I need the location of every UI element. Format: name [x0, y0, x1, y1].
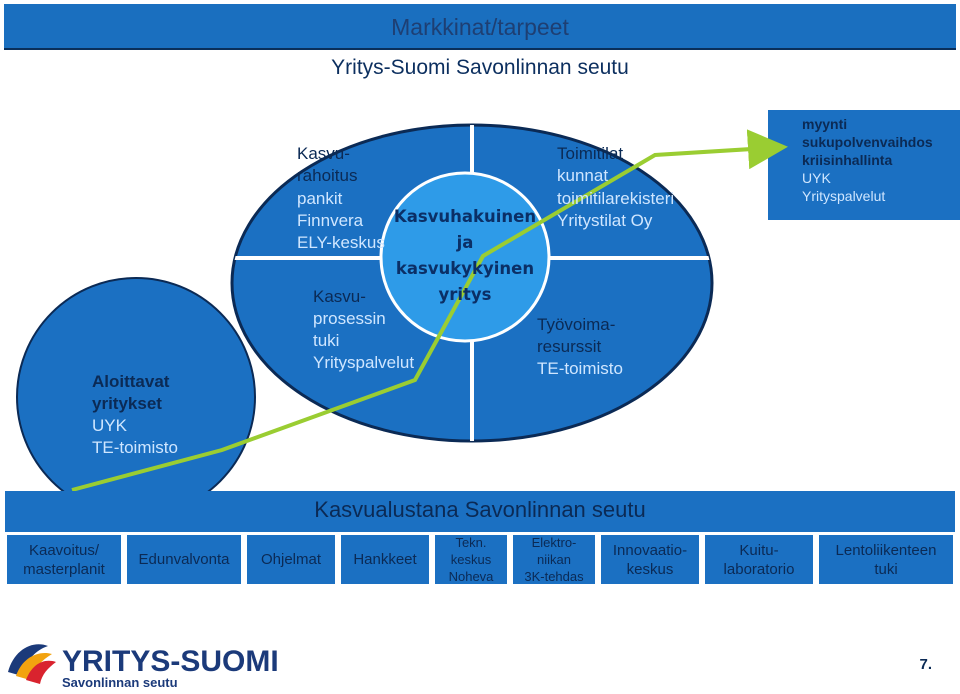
bottom-item-innovaatiokeskus: Innovaatio-keskus	[599, 533, 701, 586]
tl-line3: pankit	[297, 189, 343, 208]
bottom-item-line: keskus	[626, 560, 674, 578]
left-bubble-line1: Aloittavat	[92, 372, 170, 391]
page-title: Markkinat/tarpeet	[391, 14, 569, 40]
left-bubble-line4: TE-toimisto	[92, 438, 178, 457]
bottom-item-line: niikan	[537, 552, 571, 567]
bottom-item-hankkeet: Hankkeet	[339, 533, 431, 586]
bottom-item-line: Kuitu-	[739, 541, 779, 559]
center-line2: ja	[456, 233, 474, 252]
left-bubble-line3: UYK	[92, 416, 127, 435]
bl-line1: Kasvu-	[313, 287, 366, 306]
bottom-item-line: Tekn.	[455, 535, 487, 550]
left-bubble-line2: yritykset	[92, 394, 162, 413]
logo-emblem-icon	[8, 644, 56, 684]
tl-line2: rahoitus	[297, 166, 358, 185]
title-bar	[4, 4, 956, 50]
bottom-item-line: Hankkeet	[353, 551, 417, 568]
center-line1: Kasvuhakuinen	[393, 207, 537, 226]
bottom-item-line: 3K-tehdas	[524, 569, 584, 584]
center-label: Kasvuhakuinen ja kasvukykyinen yritys	[385, 204, 545, 308]
br-line2: resurssit	[537, 337, 602, 356]
center-line4: yritys	[438, 285, 492, 304]
bottom-item-line: Noheva	[448, 569, 494, 584]
rb-line4: UYK	[802, 170, 831, 186]
bottom-item-line: masterplanit	[23, 560, 105, 578]
bl-line2: prosessin	[313, 309, 386, 328]
br-line1: Työvoima-	[537, 315, 616, 334]
rb-line3: kriisinhallinta	[802, 152, 893, 168]
growth-arrow	[71, 129, 788, 492]
bottom-item-edunvalvonta: Edunvalvonta	[125, 533, 243, 586]
center-circle	[379, 171, 551, 343]
rb-line1: myynti	[802, 116, 848, 132]
tr-line1: Toimitilat	[557, 144, 624, 163]
bottom-item-line: laboratorio	[723, 560, 795, 578]
bottom-item-ohjelmat: Ohjelmat	[245, 533, 337, 586]
tr-line4: Yritystilat Oy	[557, 211, 653, 230]
page-subtitle: Yritys-Suomi Savonlinnan seutu	[331, 56, 629, 79]
right-box	[768, 110, 960, 220]
tl-line1: Kasvu-	[297, 144, 350, 163]
tl-line5: ELY-keskus	[297, 233, 385, 252]
bl-line3: tuki	[313, 331, 340, 350]
bottom-item-line: Ohjelmat	[260, 551, 322, 568]
bottom-item-line: Kaavoitus/	[28, 541, 100, 559]
center-line3: kasvukykyinen	[395, 259, 535, 278]
bottom-item-line: Innovaatio-	[612, 541, 688, 559]
bl-line4: Yrityspalvelut	[313, 353, 415, 372]
bottom-item-line: Lentoliikenteen	[835, 541, 937, 559]
bottom-item-line: tuki	[874, 560, 898, 578]
base-band	[5, 491, 955, 532]
tr-line2: kunnat	[557, 166, 609, 185]
bottom-item-kuitulaboratorio: Kuitu-laboratorio	[703, 533, 815, 586]
bottom-item-elektroniikan: Elektro-niikan 3K-tehdas	[511, 533, 597, 586]
br-line3: TE-toimisto	[537, 359, 623, 378]
rb-line5: Yrityspalvelut	[802, 188, 886, 204]
page-number: 7.	[919, 656, 932, 673]
logo-subtitle: Savonlinnan seutu	[62, 675, 178, 690]
bottom-item-kaavoitus: Kaavoitus/masterplanit	[5, 533, 123, 586]
tl-line4: Finnvera	[297, 211, 364, 230]
rb-line2: sukupolvenvaihdos	[802, 134, 933, 150]
bottom-item-line: Elektro-	[531, 535, 577, 550]
tr-line3: toimitilarekisteri	[557, 189, 675, 208]
base-band-label: Kasvualustana Savonlinnan seutu	[314, 497, 646, 522]
bottom-item-line: keskus	[450, 552, 492, 567]
logo-wordmark: YRITYS-SUOMI	[62, 645, 279, 678]
bottom-item-line: Edunvalvonta	[138, 551, 230, 568]
